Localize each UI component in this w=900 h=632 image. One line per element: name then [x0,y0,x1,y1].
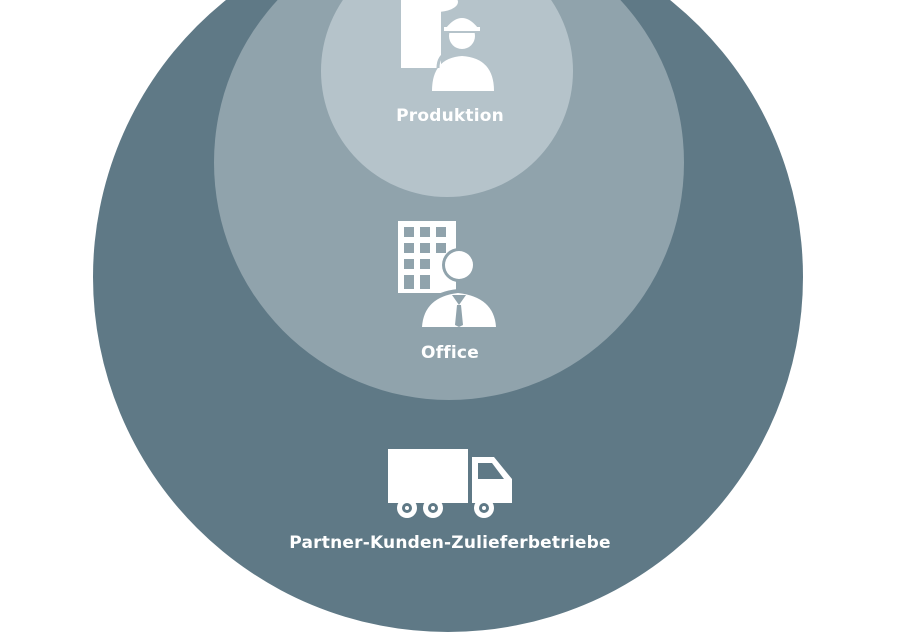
label-office: Office [421,343,479,363]
office-person-icon [398,221,498,329]
truck-icon [388,449,512,518]
label-produktion: Produktion [396,106,504,126]
label-partner-kunden-zulieferbetriebe: Partner-Kunden-Zulieferbetriebe [289,533,611,553]
factory-worker-icon [401,0,494,91]
